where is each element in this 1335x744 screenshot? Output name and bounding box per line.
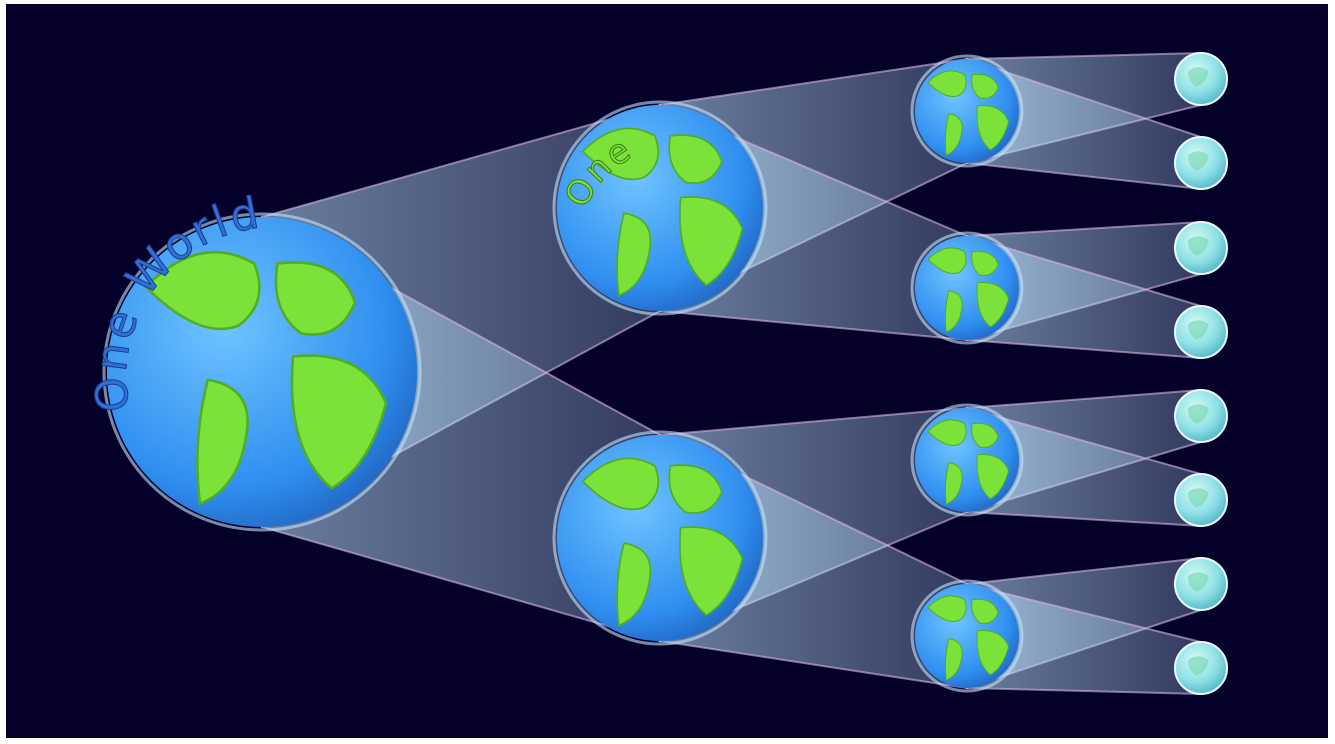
globe-ocean xyxy=(915,59,1019,163)
level3-globe-1 xyxy=(912,56,1022,166)
globe-ocean xyxy=(557,435,763,641)
globe-ocean xyxy=(915,408,1019,512)
level3-globe-2 xyxy=(912,233,1022,343)
leaf-globe-2 xyxy=(1175,137,1227,189)
level3-globe-3 xyxy=(912,405,1022,515)
leaf-globe-5 xyxy=(1175,390,1227,442)
level3-globe-4 xyxy=(912,581,1022,691)
leaf-globe-8 xyxy=(1175,642,1227,694)
globe-ocean xyxy=(915,584,1019,688)
leaf-globe-3 xyxy=(1175,222,1227,274)
leaf-globe-1 xyxy=(1175,53,1227,105)
leaf-globe-7 xyxy=(1175,558,1227,610)
mid-globe-2 xyxy=(554,432,766,644)
leaf-globe-4 xyxy=(1175,306,1227,358)
leaf-globe-6 xyxy=(1175,474,1227,526)
globe-ocean xyxy=(915,236,1019,340)
